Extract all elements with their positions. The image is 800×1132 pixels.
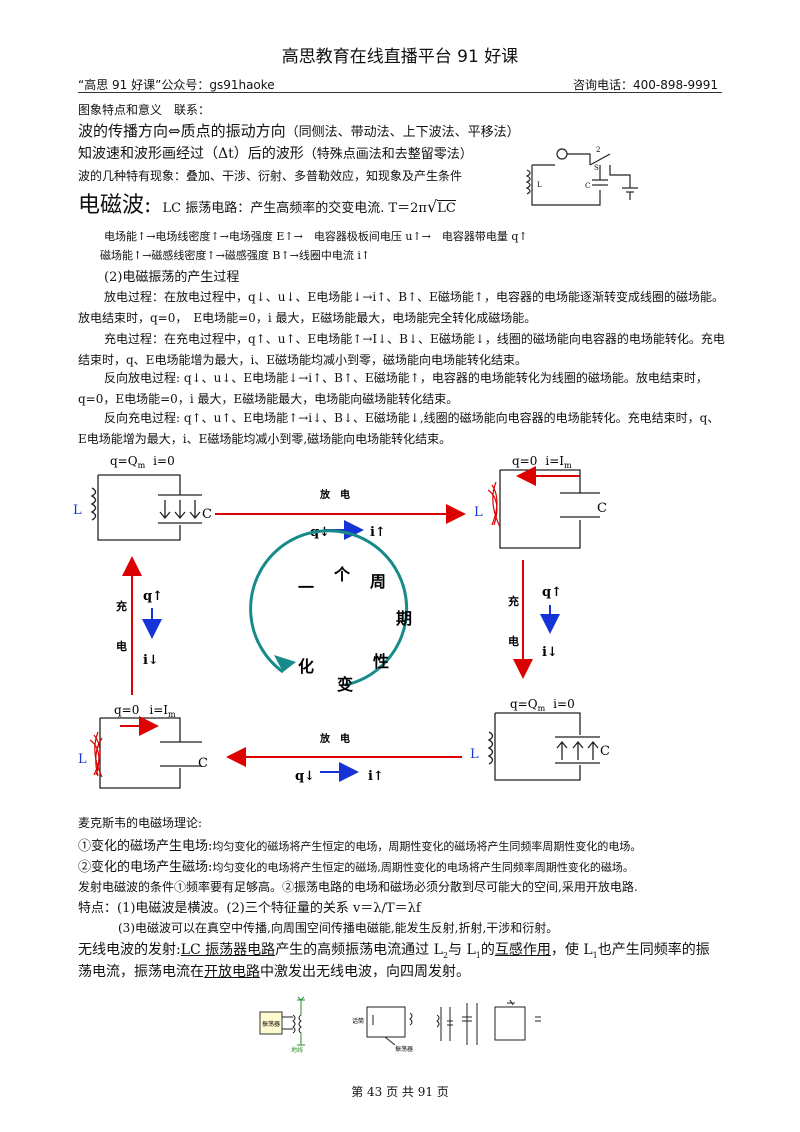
header-wechat: “高思 91 好课”公众号：gs91haoke — [78, 78, 275, 92]
em-features: 特点：(1)电磁波是横波。(2)三个特征量的关系 v＝λ/T＝λf — [78, 901, 421, 916]
oscillator-label-2: 振荡器 — [395, 1045, 413, 1053]
emission-conditions: 发射电磁波的条件①频率要有足够高。②振荡电路的电场和磁场必须分散到尽可能大的空间… — [78, 880, 638, 894]
header-title: 高思教育在线直播平台 91 好课 — [281, 47, 519, 67]
em-propagation: (3)电磁波可以在真空中传播,向周围空间传播电磁能,能发生反射,折射,干涉和衍射… — [118, 921, 559, 935]
maxwell-heading: 麦克斯韦的电磁场理论: — [78, 816, 203, 830]
radio-emission-line2: 荡电流，振荡电流在开放电路中激发出无线电波，向四周发射。 — [78, 964, 470, 980]
em-title: 电磁波: — [78, 193, 152, 218]
wave-direction-line: 波的传播方向⇔质点的振动方向（同侧法、带动法、上下波法、平移法） — [78, 120, 520, 141]
tl-capacitor-label: C — [202, 507, 212, 522]
tr-inductor-label: L — [474, 505, 483, 520]
circle-char-2: 个 — [333, 565, 351, 584]
reverse-charge-paragraph: 反向充电过程: q↑、u↑、E电场能↑→i↓、B↓、E磁场能↓,线圈的磁场能向电… — [78, 411, 720, 446]
header-rule — [78, 92, 722, 93]
ground-label: 地线 — [291, 1046, 303, 1054]
left-charge-word1: 充 — [116, 599, 127, 613]
br-inductor-label: L — [470, 747, 479, 762]
svg-text:S: S — [594, 164, 599, 172]
circle-char-4: 期 — [396, 609, 412, 628]
top-i-up: i↑ — [370, 525, 386, 540]
circuit-top-right — [499, 469, 600, 549]
wave-features-heading: 图象特点和意义 联系： — [78, 103, 211, 117]
br-capacitor-label: C — [600, 744, 610, 759]
cycle-circle-arrowhead — [274, 655, 296, 672]
em-title-line: 电磁波: LC 振荡电路：产生高频率的交变电流. T＝2π√LC — [78, 187, 456, 219]
discharge-paragraph: 放电过程：在放电过程中，q↓、u↓、E电场能↓→i↑、B↑、E磁场能↑，电容器的… — [78, 290, 724, 325]
circle-char-5: 性 — [373, 652, 389, 671]
svg-text:2: 2 — [596, 146, 600, 154]
circuit-bottom-left — [99, 717, 202, 789]
tl-inductor-label: L — [73, 503, 82, 518]
header-phone: 咨询电话：400-898-9991 — [572, 78, 718, 92]
reverse-discharge-paragraph: 反向放电过程: q↓、u↓、E电场能↓→i↑、B↑、E磁场能↑，电容器的电场能转… — [78, 371, 708, 406]
lc-circuit-diagram: L C 2 S — [525, 146, 638, 206]
top-discharge-word: 放 电 — [319, 488, 350, 501]
transmitter-circuits: 振荡器 地线 话筒 振荡器 — [259, 996, 541, 1054]
oscillator-box — [259, 1011, 283, 1035]
bottom-i-up: i↑ — [368, 769, 384, 784]
circle-char-6: 变 — [337, 675, 353, 694]
cycle-circle — [249, 529, 409, 687]
svg-text:C: C — [585, 182, 590, 190]
radio-emission-line1: 无线电波的发射:LC 振荡器电路产生的高频振荡电流通过 L2与 L1的互感作用，… — [78, 942, 710, 960]
magnetic-energy-chain: 磁场能↑→磁感线密度↑→磁感强度 B↑→线圈中电流 i↑ — [100, 249, 371, 262]
right-q-up: q↑ — [542, 585, 562, 600]
right-charge-word2: 电 — [508, 634, 519, 648]
wave-shape-main: 知波速和波形画经过（Δt）后的波形 — [78, 146, 304, 162]
wave-direction-note: （同侧法、带动法、上下波法、平移法） — [285, 125, 520, 140]
electric-energy-chain: 电场能↑→电场线密度↑→电场强度 E↑→ 电容器极板间电压 u↑→ 电容器带电量… — [104, 230, 528, 243]
maxwell-point-2: ②变化的电场产生磁场:均匀变化的电场将产生恒定的磁场,周期性变化的电场将产生同频… — [78, 860, 634, 875]
right-i-down: i↓ — [542, 645, 558, 660]
tr-inductor-field — [487, 481, 501, 528]
right-charge-word1: 充 — [508, 594, 519, 608]
circle-char-7: 化 — [298, 657, 314, 676]
left-q-up: q↑ — [143, 589, 163, 604]
bl-capacitor-label: C — [198, 756, 208, 771]
wave-direction-main: 波的传播方向⇔质点的振动方向 — [78, 122, 286, 140]
circle-char-3: 周 — [370, 572, 386, 591]
maxwell-point-1: ①变化的磁场产生电场:均匀变化的磁场将产生恒定的电场，周期性变化的磁场将产生同频… — [78, 839, 642, 854]
tr-capacitor-label: C — [597, 501, 607, 516]
charge-paragraph: 充电过程：在充电过程中，q↑、u↑、E电场能↑→I↓、B↓、E磁场能↓，线圈的磁… — [78, 332, 725, 367]
circuit-top-left — [90, 474, 202, 541]
mic-label: 话筒 — [352, 1017, 364, 1025]
lc-sqrt-content: LC — [437, 200, 456, 216]
bottom-q-down: q↓ — [295, 769, 315, 784]
galvanometer-icon — [556, 148, 568, 160]
oscillation-process-heading: (2)电磁振荡的产生过程 — [104, 270, 240, 285]
left-charge-word2: 电 — [116, 639, 127, 653]
bl-inductor-label: L — [78, 752, 87, 767]
wave-phenomena-line: 波的几种特有现象：叠加、干涉、衍射、多普勒效应，知现象及产生条件 — [78, 169, 463, 183]
lc-period-text: LC 振荡电路：产生高频率的交变电流. T＝2π — [162, 201, 427, 216]
bl-inductor-field — [89, 731, 103, 778]
oscillator-box-label: 振荡器 — [262, 1020, 280, 1028]
circle-char-1: 一 — [298, 578, 314, 597]
circuit-bottom-right — [487, 712, 600, 781]
wave-shape-note: （特殊点画法和去整留零法） — [303, 147, 473, 162]
wave-shape-line: 知波速和波形画经过（Δt）后的波形（特殊点画法和去整留零法） — [78, 143, 473, 163]
sqrt-symbol: √ — [426, 197, 438, 216]
left-i-down: i↓ — [143, 653, 159, 668]
bottom-discharge-word: 放 电 — [319, 732, 350, 745]
svg-text:L: L — [537, 181, 542, 189]
page-number: 第 43 页 共 91 页 — [351, 1085, 449, 1099]
